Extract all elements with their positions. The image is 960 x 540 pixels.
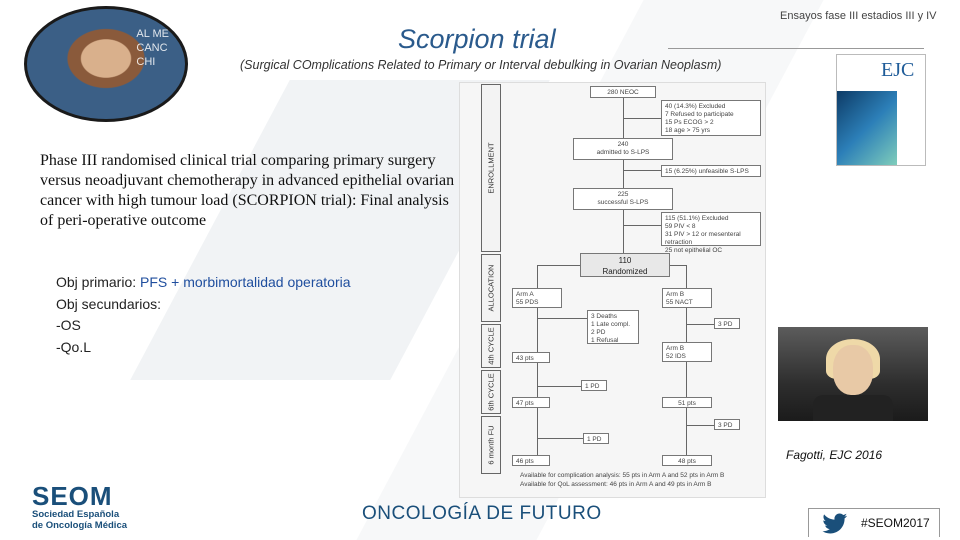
paper-title: Phase III randomised clinical trial comp…	[40, 152, 455, 229]
flow-box-pd-6th: 1 PD	[581, 380, 607, 391]
connector	[537, 265, 580, 266]
secondary-objective-label: Obj secundarios:	[56, 295, 162, 312]
speaker-portrait: AL ME CANC CHI	[24, 6, 188, 122]
flow-box-arm-b-fu: 48 pts	[662, 455, 712, 466]
flow-box-arm-a-4th: 43 pts	[512, 352, 550, 363]
primary-objective-value: PFS + morbimortalidad operatoria	[140, 274, 351, 290]
objectives: Obj primario: PFS + morbimortalidad oper…	[56, 272, 351, 358]
connector	[623, 170, 661, 171]
connector	[623, 160, 624, 188]
slide-title: Scorpion trial	[398, 24, 556, 54]
slide-subtitle: (Surgical COmplications Related to Prima…	[240, 58, 722, 72]
flow-box-arm-b-pd: 3 PD	[714, 318, 740, 329]
flow-box-screened: 280 NEOC	[590, 86, 656, 98]
connector	[623, 96, 624, 138]
hashtag-text: #SEOM2017	[861, 516, 930, 530]
secondary-objective-item: -Qo.L	[56, 338, 92, 355]
phase-6th-cycle: 6th CYCLE	[481, 370, 501, 414]
flow-box-arm-b-pd-fu: 3 PD	[714, 419, 740, 430]
photo-detail	[813, 395, 893, 421]
section-label: Ensayos fase III estadios III y IV	[780, 10, 937, 22]
flow-box-arm-a-fu: 46 pts	[512, 455, 550, 466]
connector	[670, 265, 686, 266]
phase-4th-cycle: 4th CYCLE	[481, 324, 501, 368]
journal-logo: EJC	[881, 59, 915, 81]
photo-detail	[833, 345, 873, 395]
flow-box-ineligible: 15 (6.25%) unfeasible S-LPS	[661, 165, 761, 177]
flow-footer: Available for complication analysis: 55 …	[520, 472, 725, 488]
connector	[686, 425, 714, 426]
slogan: ONCOLOGÍA DE FUTURO	[362, 503, 602, 524]
connector	[537, 318, 587, 319]
twitter-bird-icon	[822, 513, 848, 534]
connector	[623, 225, 661, 226]
phase-enrollment: ENROLLMENT	[481, 84, 501, 252]
connector	[537, 438, 583, 439]
primary-objective-label: Obj primario:	[56, 274, 137, 290]
connector	[686, 324, 714, 325]
citation: Fagotti, EJC 2016	[786, 448, 883, 462]
journal-cover-art	[837, 91, 897, 165]
decorative-photo	[778, 327, 928, 421]
seom-logo: SEOM	[32, 481, 113, 511]
flow-box-arm-b-6th: 51 pts	[662, 397, 712, 408]
connector	[623, 210, 624, 253]
flow-box-arm-a-6th: 47 pts	[512, 397, 550, 408]
flow-box-pd-fu: 1 PD	[583, 433, 609, 444]
connector	[623, 118, 661, 119]
phase-allocation: ALLOCATION	[481, 254, 501, 322]
secondary-objective-item: -OS	[56, 317, 81, 333]
hashtag-badge: #SEOM2017	[808, 508, 940, 537]
portrait-background-text: AL ME CANC CHI	[136, 28, 169, 68]
connector	[537, 386, 581, 387]
divider	[668, 48, 924, 49]
journal-cover: EJC	[836, 54, 926, 166]
phase-6-month-fu: 6 month FU	[481, 416, 501, 474]
